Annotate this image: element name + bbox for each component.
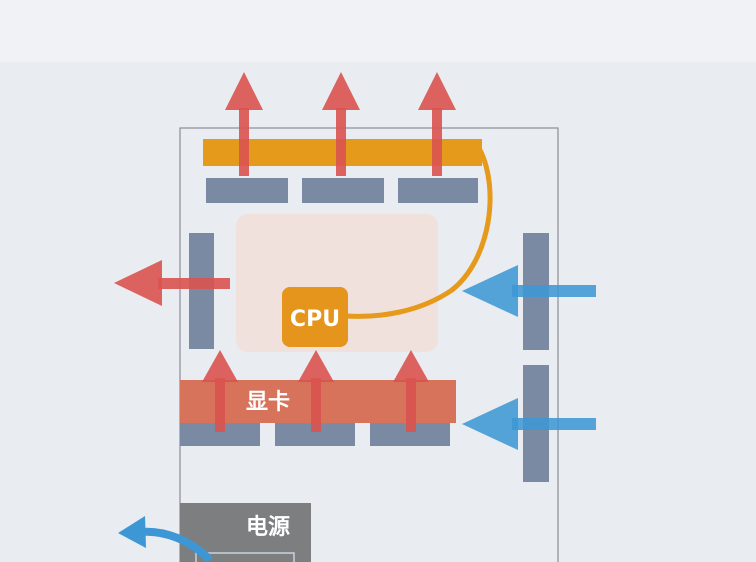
top-fan-3 bbox=[398, 178, 478, 203]
rear-exhaust-arrow bbox=[114, 260, 230, 306]
exhaust-arrow-top-3 bbox=[418, 72, 456, 176]
exhaust-arrow-top-2 bbox=[322, 72, 360, 176]
gpu-arrow-1 bbox=[202, 350, 238, 432]
gpu-fan-3 bbox=[370, 423, 450, 446]
heat-pipe bbox=[343, 147, 493, 319]
rear-fan bbox=[189, 233, 214, 349]
exhaust-arrow-top-1 bbox=[225, 72, 263, 176]
gpu-label: 显卡 bbox=[246, 390, 290, 415]
gpu-fan-2 bbox=[275, 423, 355, 446]
case-outline bbox=[179, 127, 559, 562]
psu-exhaust-arrow bbox=[118, 516, 213, 562]
cpu-label: CPU bbox=[290, 307, 340, 332]
top-fan-2 bbox=[302, 178, 384, 203]
top-band bbox=[0, 0, 756, 62]
top-fan-1 bbox=[206, 178, 288, 203]
cpu-chip bbox=[282, 287, 348, 347]
gpu-fan-1 bbox=[180, 423, 260, 446]
gpu-arrow-2 bbox=[298, 350, 334, 432]
gpu-arrow-3 bbox=[393, 350, 429, 432]
psu-fan bbox=[195, 552, 295, 562]
intake-arrow-upper bbox=[462, 265, 596, 317]
intake-arrow-lower bbox=[462, 398, 596, 450]
psu-label: 电源 bbox=[246, 515, 290, 540]
